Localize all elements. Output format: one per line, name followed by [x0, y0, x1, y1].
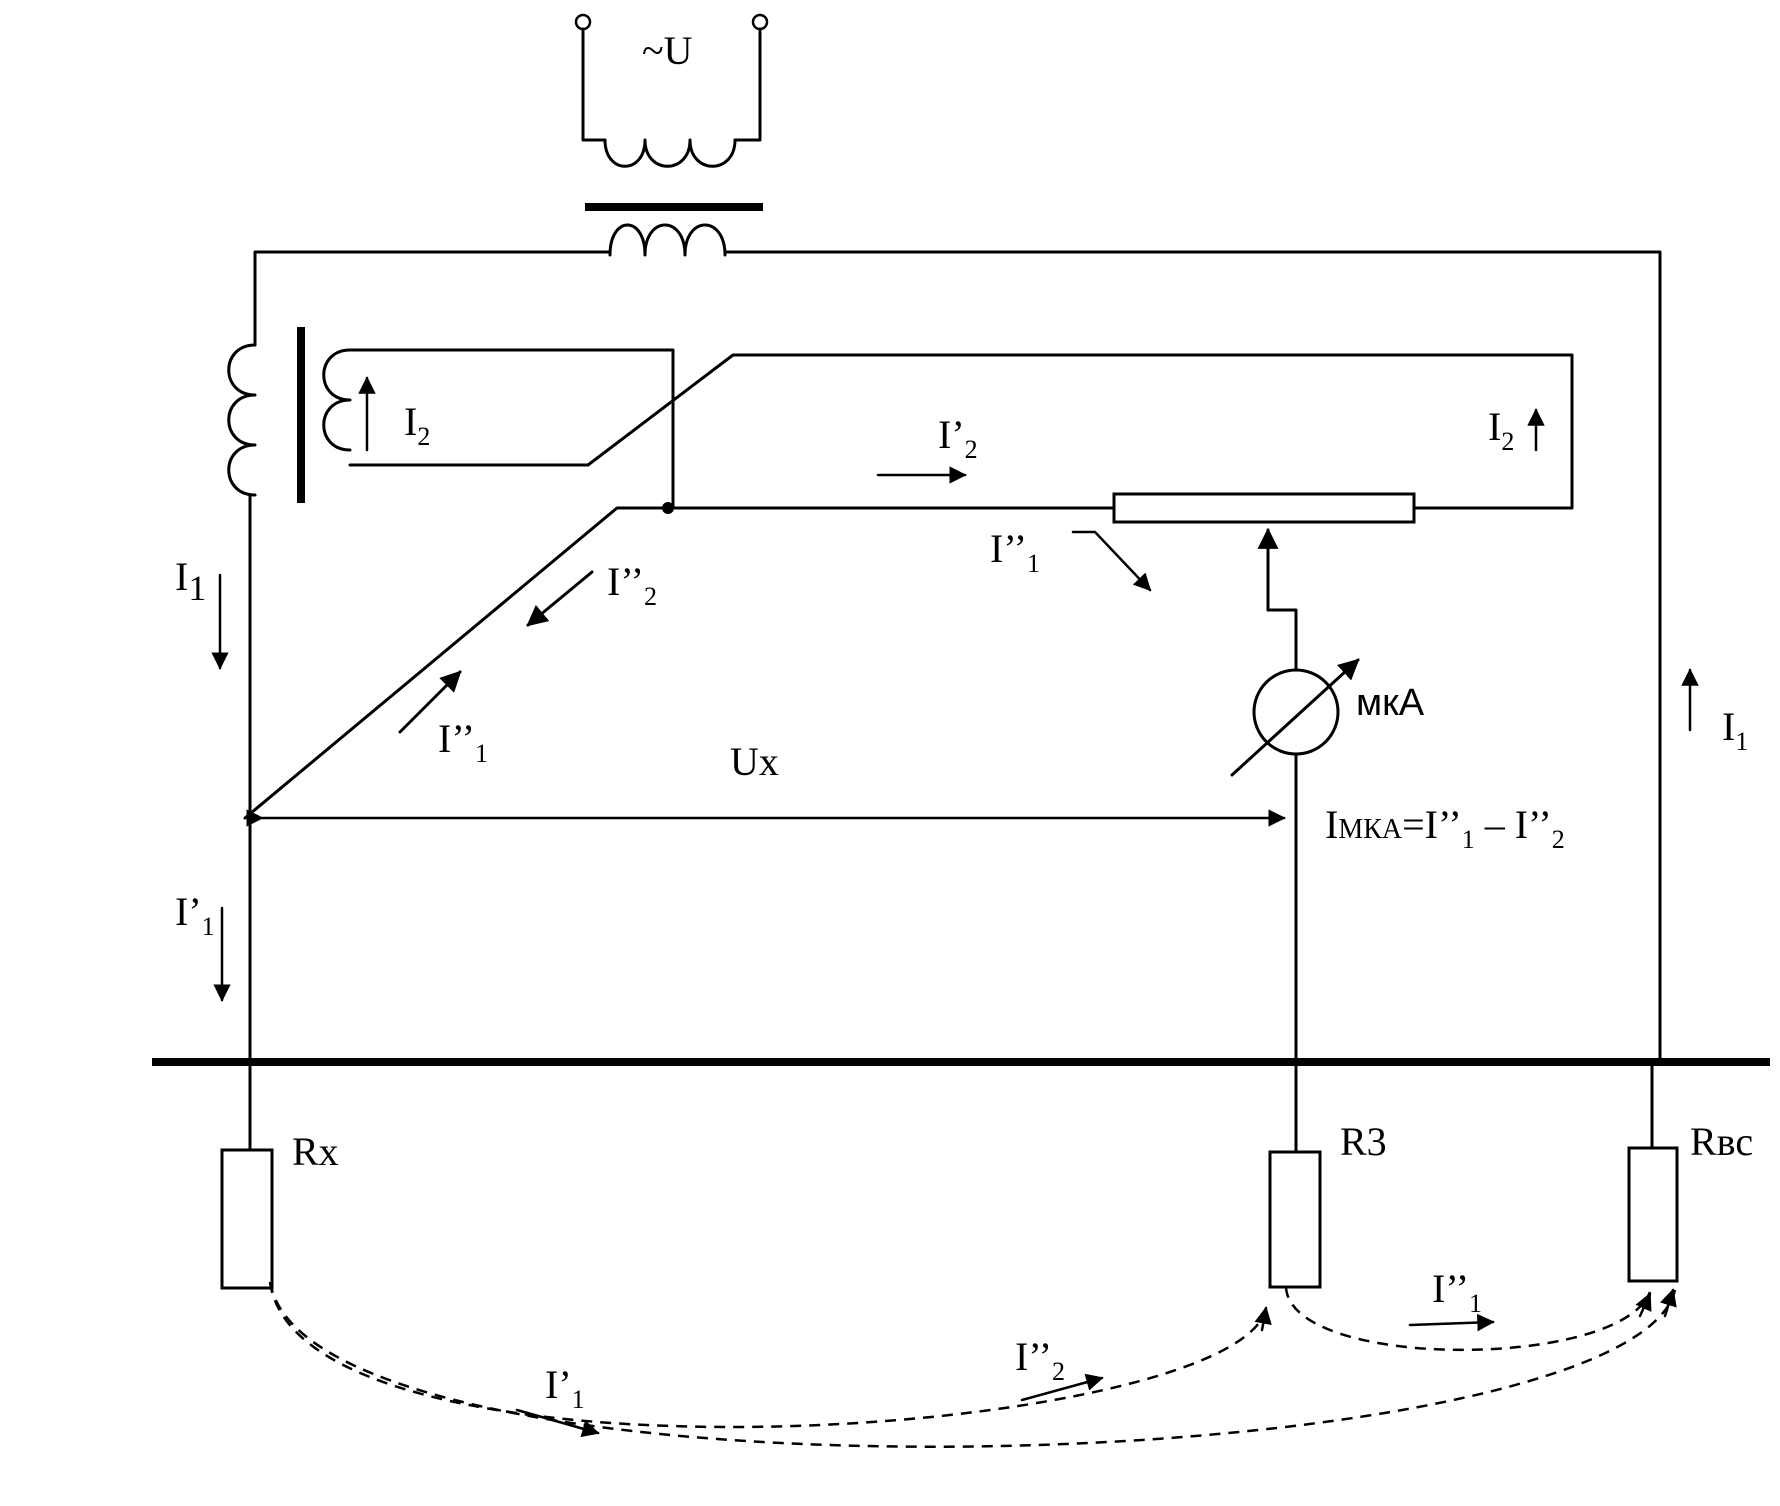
electrode-rx [220, 1148, 274, 1290]
label-i-dprime-1-diag: I’’1 [438, 716, 488, 768]
label-rvs: Rвс [1690, 1119, 1753, 1164]
arrow-i1-prime-bottom [515, 1408, 600, 1438]
ground-path-rx-r3 [268, 1281, 1267, 1429]
label-i-dprime-2-bottom: I’’2 [1015, 1334, 1065, 1386]
label-rx: Rx [292, 1129, 339, 1174]
arrow-i1-dprime-rheo [1071, 530, 1152, 592]
label-i2-right: I2 [1488, 404, 1514, 456]
ground-path-rx-rvs [268, 1281, 1677, 1448]
secondary-winding [253, 223, 1662, 1064]
label-r3: R3 [1340, 1119, 1387, 1164]
label-i-dprime-2-diag: I’’2 [607, 559, 657, 611]
arrow-i2-dprime-diag [526, 570, 594, 627]
rheostat [1112, 492, 1416, 524]
label-i2-coil: I2 [404, 399, 430, 451]
label-i1-right: I1 [1722, 704, 1748, 756]
label-i-prime-1-bottom: I’1 [545, 1362, 585, 1414]
label-i-dprime-1-bottom: I’’1 [1432, 1266, 1482, 1318]
arrow-i2-dprime-bottom [1020, 1373, 1104, 1402]
label-ux: Ux [730, 739, 779, 784]
label-i1-left: I1 [175, 554, 206, 608]
diagonal-wire [243, 506, 670, 820]
label-i-dprime-1-rheo: I’’1 [990, 526, 1040, 578]
ground-path-r3-rvs [1284, 1286, 1652, 1352]
ac-source [574, 13, 769, 168]
label-microammeter: мкА [1356, 682, 1425, 724]
label-i-prime-1-left: I’1 [175, 889, 215, 941]
current-transformer [227, 327, 1574, 510]
label-i-prime-2: I’2 [938, 412, 978, 464]
electrode-rvs [1627, 1146, 1679, 1283]
label-imka-formula: IМКА=I’’1 – I’’2 [1325, 802, 1565, 854]
arrow-i1-dprime-bottom [1408, 1313, 1495, 1332]
electrode-r3 [1268, 1150, 1322, 1289]
label-source: ~U [642, 28, 693, 73]
arrow-i1-dprime-diag [398, 670, 462, 734]
